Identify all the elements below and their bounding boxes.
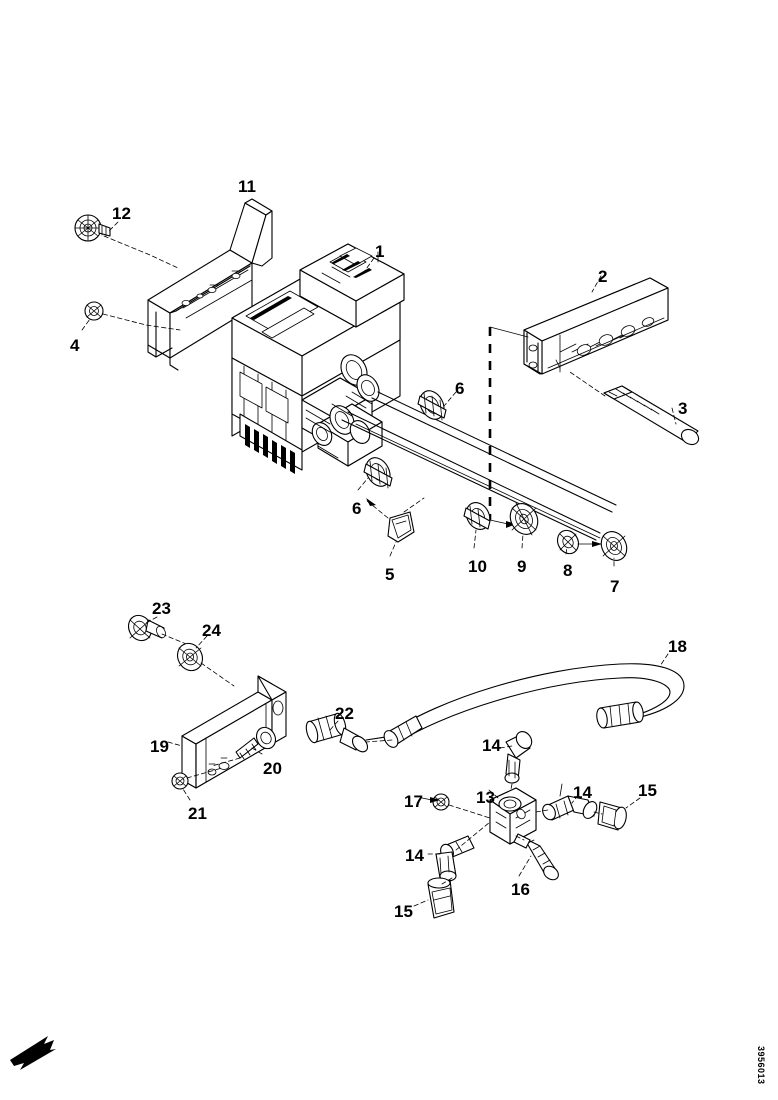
callout-16: 16 (511, 880, 530, 899)
hose-fitting-lower (363, 457, 393, 489)
valve-guard-bracket (523, 277, 669, 375)
callout-20: 20 (263, 759, 282, 778)
callout-3: 3 (678, 399, 688, 418)
long-bolt (603, 385, 700, 446)
callout-14-upper: 14 (482, 736, 501, 755)
callout-6-lower: 6 (352, 499, 362, 518)
callout-4: 4 (70, 336, 80, 355)
fitting-10 (463, 502, 491, 530)
cap-15-lower (427, 877, 455, 919)
forward-direction-arrow (10, 1036, 56, 1070)
sheet-code: 3956013 (756, 1046, 766, 1085)
elbow-fitting-right (542, 795, 598, 821)
bolt-23 (127, 614, 166, 642)
elbow-fitting-left (435, 835, 475, 882)
callout-15-lower: 15 (394, 902, 413, 921)
hose-fitting-upper (417, 390, 447, 421)
hose-fitting-22 (305, 712, 393, 753)
bolt-16 (513, 833, 559, 881)
callout-15-right: 15 (638, 781, 657, 800)
callout-7: 7 (610, 577, 620, 596)
callout-9: 9 (517, 557, 527, 576)
callout-11: 11 (238, 177, 256, 196)
valve-cover-shield (147, 198, 273, 371)
callout-17: 17 (404, 792, 423, 811)
control-valve-assembly (231, 243, 405, 474)
washer-8 (556, 529, 580, 555)
nut-21 (171, 772, 189, 790)
callout-13: 13 (476, 788, 495, 807)
elbow-fitting-upper (504, 731, 533, 784)
callout-23: 23 (152, 599, 171, 618)
callout-18: 18 (668, 637, 687, 656)
callout-21: 21 (188, 804, 207, 823)
callout-14-right: 14 (573, 783, 592, 802)
washer-4 (84, 301, 104, 321)
callout-22: 22 (335, 704, 354, 723)
callout-19: 19 (150, 737, 169, 756)
washer-17 (432, 793, 450, 811)
hydraulic-tube-assembly (341, 391, 617, 541)
callout-1: 1 (375, 242, 385, 261)
bolt-20 (235, 726, 277, 760)
callout-5: 5 (385, 565, 395, 584)
bolt-12 (74, 214, 111, 242)
nut-24 (176, 642, 204, 672)
callout-2: 2 (598, 267, 608, 286)
callout-14-left: 14 (405, 846, 424, 865)
callout-12: 12 (112, 204, 131, 223)
fitting-9 (509, 502, 539, 536)
callout-6-upper: 6 (455, 379, 465, 398)
callout-10: 10 (468, 557, 487, 576)
mounting-bracket (181, 675, 287, 789)
callout-24: 24 (202, 621, 221, 640)
end-cap (387, 511, 415, 543)
cap-15-right (597, 801, 627, 831)
hydraulic-hose (383, 663, 685, 748)
fitting-7 (600, 531, 628, 561)
junction-block (489, 787, 537, 845)
callout-8: 8 (563, 561, 573, 580)
